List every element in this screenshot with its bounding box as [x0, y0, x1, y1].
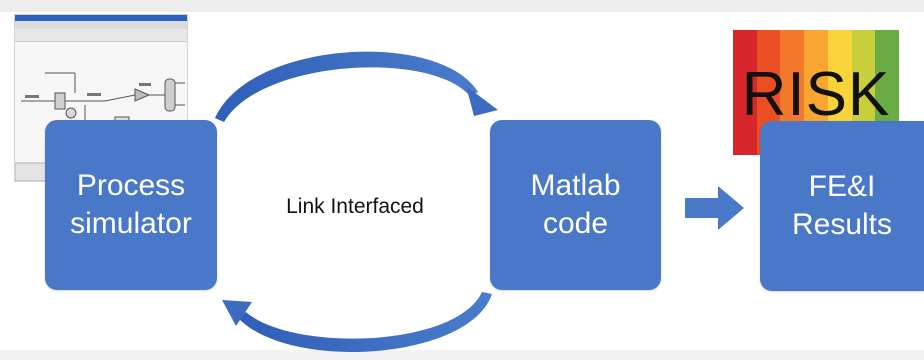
results-box-line2: Results — [791, 208, 893, 241]
matlab-box-line2: code — [542, 207, 609, 240]
bottom-curved-arrow-head — [222, 300, 252, 326]
top-curved-arrow — [215, 51, 478, 122]
process-box-line1: Process — [76, 169, 186, 202]
process-box-line2: simulator — [70, 207, 192, 240]
top-band — [0, 0, 924, 12]
bottom-curved-arrow — [238, 292, 492, 353]
screenshot-toolbar — [15, 29, 187, 42]
matlab-code-box: Matlab code — [490, 120, 661, 290]
top-curved-arrow-head — [466, 86, 498, 116]
straight-arrow — [685, 186, 744, 230]
screenshot-titlebar — [15, 15, 187, 21]
results-box-line1: FE&I — [808, 170, 876, 203]
bottom-band — [0, 350, 924, 360]
matlab-box-line1: Matlab — [530, 169, 621, 202]
risk-text: RISK — [741, 60, 891, 129]
screenshot-menubar — [15, 21, 187, 29]
risk-stripe — [733, 30, 757, 155]
link-interfaced-label: Link Interfaced — [286, 195, 424, 218]
fei-results-box: FE&I Results — [760, 121, 924, 291]
process-simulator-box: Process simulator — [45, 120, 217, 290]
